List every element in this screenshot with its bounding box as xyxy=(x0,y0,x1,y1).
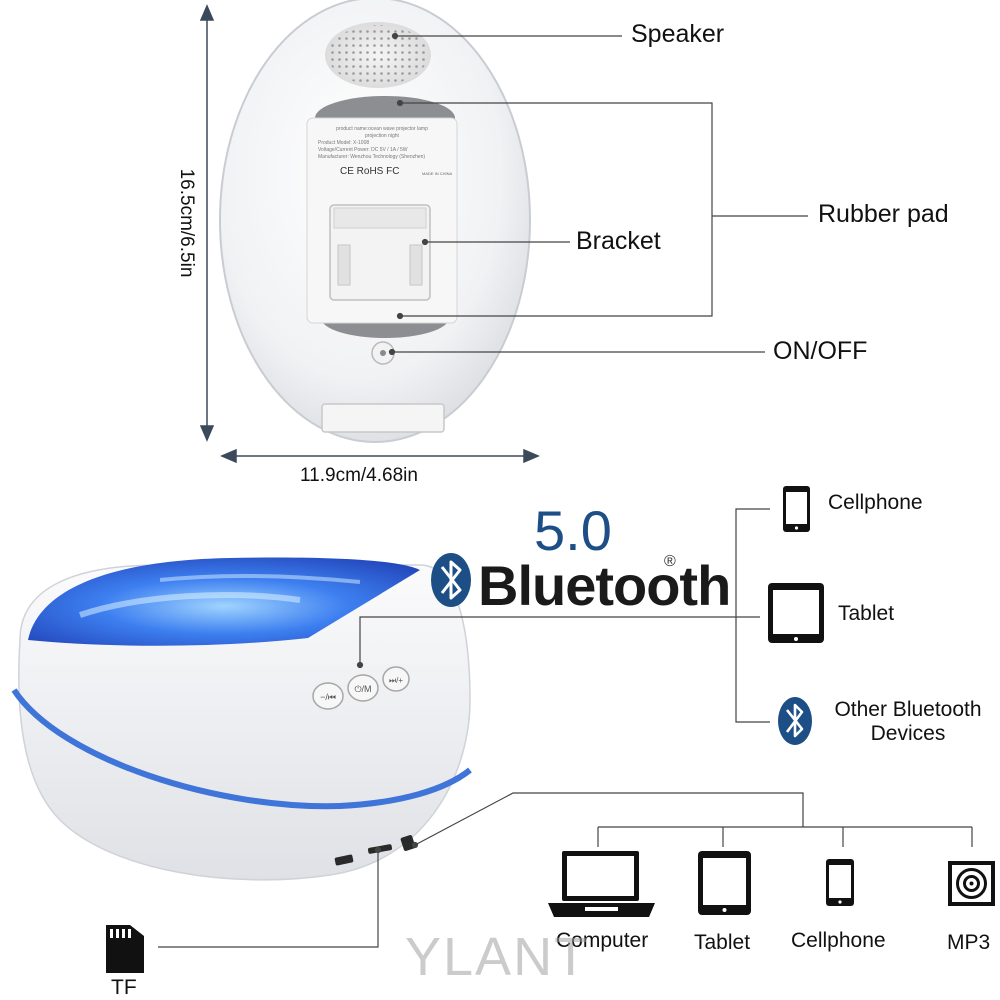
aux-port xyxy=(400,835,416,851)
speaker-dots xyxy=(328,25,428,85)
bluetooth-rune xyxy=(440,560,462,600)
callout-lines xyxy=(388,32,808,356)
tf-label: TF xyxy=(111,976,137,999)
bt-device-label: Tablet xyxy=(838,602,895,625)
tablet-icon xyxy=(768,583,824,643)
bt-device-label-line: Devices xyxy=(870,722,946,745)
bt-leader xyxy=(359,616,736,665)
on-off-label: ON/OFF xyxy=(773,337,868,365)
sticker-text: Voltage/Current Power: DC 5V / 1A / 5W xyxy=(318,147,408,153)
aux-device-label: Computer xyxy=(556,929,649,952)
bluetooth-logo xyxy=(431,553,471,607)
volume-up-glyph: ⏭/+ xyxy=(389,676,403,685)
sticker-text: projection night xyxy=(365,133,400,139)
sticker-text: Product Model: X-1008 xyxy=(318,140,369,146)
bracket xyxy=(329,204,431,301)
tablet-icon xyxy=(698,851,751,915)
power-mode-button xyxy=(347,674,379,702)
rubber-pad-label: Rubber pad xyxy=(818,200,949,228)
power-mode-glyph: ⏻/M xyxy=(354,684,371,694)
mp3-icon xyxy=(948,861,995,906)
aux-device-label: Cellphone xyxy=(791,929,886,952)
height-arrow-head-bottom xyxy=(199,425,215,442)
sticker-text: Manufacturer: Wenzhou Technology (Shenzh… xyxy=(318,154,425,160)
bottom-callout-lines xyxy=(158,508,973,948)
bracket-slot-left xyxy=(337,244,351,286)
registered-mark: ® xyxy=(664,553,676,570)
volume-up-button xyxy=(382,666,410,692)
width-arrow-head-right xyxy=(523,448,540,464)
height-arrow-head-top xyxy=(199,4,215,21)
aux-leader xyxy=(414,792,804,846)
bottom-slot xyxy=(321,403,445,433)
bluetooth-icon xyxy=(778,697,812,745)
bt-device-label: Other Bluetooth Devices xyxy=(825,698,991,746)
sticker-text: product name:ocean wave projector lamp xyxy=(336,126,428,132)
width-arrow-head-left xyxy=(220,448,237,464)
bracket-slot-right xyxy=(409,244,423,286)
cellphone-icon xyxy=(783,486,810,532)
bracket-top xyxy=(333,207,427,229)
dimension-arrows xyxy=(199,4,540,464)
volume-down-glyph: −/⏮ xyxy=(320,692,336,702)
speaker-label: Speaker xyxy=(631,20,725,48)
aux-device-label: MP3 xyxy=(947,931,991,954)
bt-device-label-line: Other Bluetooth xyxy=(834,698,982,721)
device-side-view: −/⏮ ⏻/M ⏭/+ xyxy=(11,557,472,881)
height-dimension-label: 16.5cm/6.5in xyxy=(176,168,197,278)
laptop-icon xyxy=(548,851,655,917)
bt-device-label: Cellphone xyxy=(828,491,923,514)
volume-down-button xyxy=(312,682,344,710)
made-in-text: MADE IN CHINA xyxy=(422,171,453,176)
bluetooth-version: 5.0 xyxy=(534,499,612,562)
dome-highlight xyxy=(79,592,301,618)
tf-leader xyxy=(158,850,379,948)
rubber-pad-leader-dot-bottom xyxy=(396,312,404,320)
usb-port xyxy=(334,854,354,866)
bracket-label: Bracket xyxy=(576,227,661,255)
blue-ring xyxy=(11,688,472,810)
on-off-dot xyxy=(380,350,386,356)
rubber-pad-leader xyxy=(400,102,713,317)
cert-marks: CE RoHS FC xyxy=(340,166,399,177)
tf-card-icon xyxy=(106,925,144,973)
device-back-view: product name:ocean wave projector lamp p… xyxy=(219,0,531,443)
dome-highlight xyxy=(159,574,361,584)
width-dimension-label: 11.9cm/4.68in xyxy=(300,465,418,486)
bluetooth-brand-text: Bluetooth xyxy=(478,554,731,617)
cellphone-icon xyxy=(826,859,854,906)
aux-device-label: Tablet xyxy=(694,931,751,954)
bt-device-tree xyxy=(735,508,770,723)
watermark: YLANT xyxy=(405,927,590,987)
